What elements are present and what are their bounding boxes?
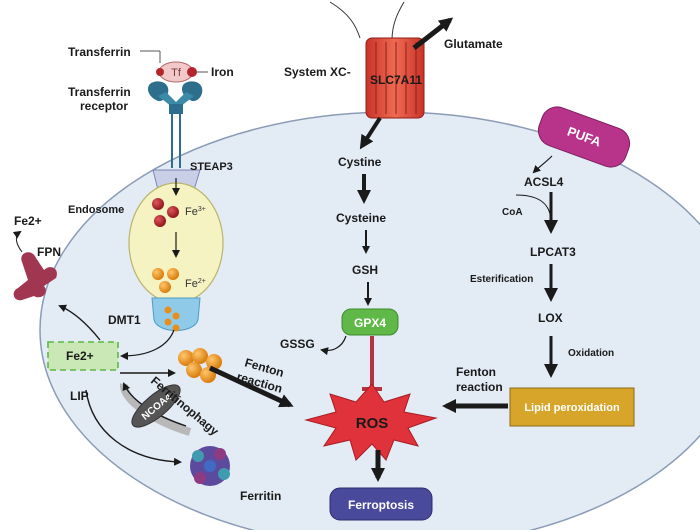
ros-burst [304, 383, 438, 461]
fe3-label: Fe3+ [185, 206, 206, 218]
cystine-import-arrow [359, 116, 382, 150]
steap3-label: STEAP3 [190, 161, 233, 173]
transferrin-receptor-label-1: Transferrin [68, 85, 131, 99]
lipid-peroxidation-box [509, 387, 635, 427]
gpx4-label: GPX4 [354, 316, 386, 330]
ncoa4-icon [131, 384, 181, 428]
esterification-label: Esterification [470, 274, 533, 285]
lip-label: LIP [70, 389, 89, 403]
transferrin-label: Transferrin [68, 45, 131, 59]
gssg-label: GSSG [280, 337, 315, 351]
fe2-sphere [167, 268, 179, 280]
lpcat3-label: LPCAT3 [530, 245, 576, 259]
lox-label: LOX [538, 311, 563, 325]
fe2-endosome-label: Fe2+ [185, 278, 206, 290]
lip-fe2-label: Fe2+ [66, 349, 94, 363]
fe3-sphere [167, 206, 179, 218]
oxidation-label: Oxidation [568, 348, 614, 359]
ferritin-label: Ferritin [240, 489, 281, 503]
slc7a11-label: SLC7A11 [370, 73, 422, 87]
fe2-out-label: Fe2+ [14, 214, 42, 228]
transferrin-receptor-complex [140, 50, 208, 168]
acsl4-label: ACSL4 [524, 175, 564, 189]
tf-label: Tf [171, 67, 182, 79]
lip-fe2-box [47, 341, 119, 371]
system-xc-label: System XC- [284, 65, 351, 79]
ferroptosis-box [329, 487, 433, 521]
ferroptosis-label: Ferroptosis [348, 498, 414, 512]
dmt1-label: DMT1 [108, 313, 141, 327]
endosome-label: Endosome [68, 204, 124, 216]
fenton-left-arrow [208, 365, 294, 408]
coa-label: CoA [502, 207, 523, 218]
glutamate-label: Glutamate [444, 37, 503, 51]
ferritin-icon [190, 446, 230, 486]
gpx4-box [341, 308, 399, 336]
transferrin-receptor-icon [148, 81, 203, 102]
iron-label: Iron [211, 65, 234, 79]
fe3-sphere [154, 215, 166, 227]
fe3-sphere [152, 198, 164, 210]
fe2-sphere [159, 281, 171, 293]
fenton-right-label-2: reaction [456, 380, 503, 394]
gsh-label: GSH [352, 263, 378, 277]
transferrin-receptor-label-2: receptor [80, 99, 128, 113]
slc7a11-transporter-icon [365, 37, 425, 119]
fenton-right-label-1: Fenton [456, 365, 496, 379]
glutamate-arrow [412, 17, 454, 50]
fpn-label: FPN [37, 245, 61, 259]
lipid-peroxidation-label: Lipid peroxidation [524, 402, 620, 414]
ros-label: ROS [356, 415, 389, 432]
cystine-label: Cystine [338, 155, 382, 169]
pufa-box [537, 106, 631, 168]
fpn-icon [13, 252, 57, 301]
cysteine-label: Cysteine [336, 211, 386, 225]
fe2-sphere [152, 268, 164, 280]
